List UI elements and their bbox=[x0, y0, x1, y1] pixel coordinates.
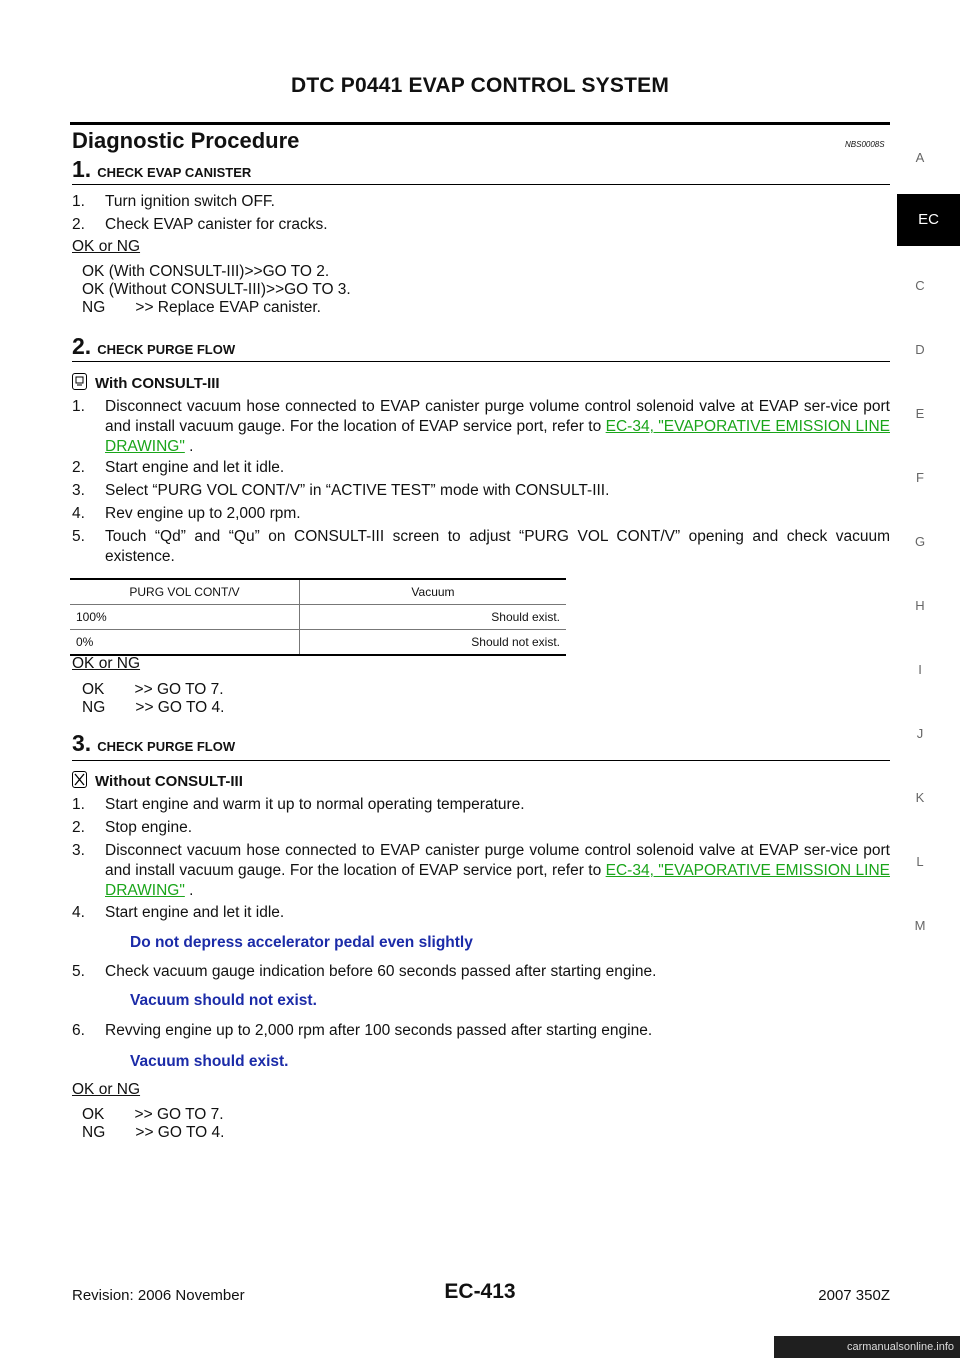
ref-link[interactable]: EC-34, "EVAPORATIVE EMISSION LINE DRAWIN… bbox=[105, 418, 890, 455]
spec-note: Vacuum should exist. bbox=[130, 1053, 289, 1070]
step-title: CHECK EVAP CANISTER bbox=[97, 165, 252, 180]
watermark: carmanualsonline.info bbox=[774, 1336, 960, 1358]
step-number: 3. bbox=[72, 730, 92, 756]
header-divider bbox=[70, 122, 890, 125]
step-2-heading: 2. CHECK PURGE FLOW bbox=[72, 333, 235, 360]
section-title: Diagnostic Procedure bbox=[72, 128, 300, 153]
list-item: 6.Revving engine up to 2,000 rpm after 1… bbox=[72, 1022, 653, 1039]
list-item: 3. Disconnect vacuum hose connected to E… bbox=[72, 842, 890, 899]
page-number: EC-413 bbox=[444, 1280, 516, 1303]
step-number: 2. bbox=[72, 333, 92, 359]
side-tab-e[interactable]: E bbox=[915, 406, 925, 421]
step-1-heading: 1. CHECK EVAP CANISTER bbox=[72, 156, 251, 183]
side-tab-m[interactable]: M bbox=[914, 918, 926, 933]
side-tab-j[interactable]: J bbox=[916, 726, 924, 741]
side-tab-h[interactable]: H bbox=[915, 598, 925, 613]
result-line: OK >> GO TO 7. bbox=[82, 681, 224, 698]
purge-vacuum-table: PURG VOL CONT/V Vacuum 100% Should exist… bbox=[70, 578, 566, 656]
result-line: NG >> Replace EVAP canister. bbox=[82, 299, 321, 316]
list-item: 5.Touch “Qd” and “Qu” on CONSULT-III scr… bbox=[72, 528, 890, 565]
list-item: 4.Start engine and let it idle. bbox=[72, 904, 285, 921]
table-row: 100% Should exist. bbox=[70, 604, 566, 630]
step-3-heading: 3. CHECK PURGE FLOW bbox=[72, 730, 235, 757]
side-tab-a[interactable]: A bbox=[915, 150, 925, 165]
table-header-row: PURG VOL CONT/V Vacuum bbox=[70, 578, 566, 605]
step-title: CHECK PURGE FLOW bbox=[97, 739, 236, 754]
list-item: 5.Check vacuum gauge indication before 6… bbox=[72, 963, 657, 980]
result-line: OK (With CONSULT-III)>>GO TO 2. bbox=[82, 263, 330, 280]
side-tab-c[interactable]: C bbox=[915, 278, 925, 293]
table-row: 0% Should not exist. bbox=[70, 629, 566, 656]
step-title: CHECK PURGE FLOW bbox=[97, 342, 236, 357]
revision-label: Revision: 2006 November bbox=[72, 1287, 245, 1304]
model-label: 2007 350Z bbox=[818, 1287, 890, 1304]
list-item: 1.Turn ignition switch OFF. bbox=[72, 193, 275, 210]
side-tab-ec-active[interactable]: EC bbox=[897, 194, 960, 246]
list-item: 2.Check EVAP canister for cracks. bbox=[72, 216, 328, 233]
result-line: NG >> GO TO 4. bbox=[82, 1124, 225, 1141]
list-item: 1. Disconnect vacuum hose connected to E… bbox=[72, 398, 890, 455]
spec-note: Vacuum should not exist. bbox=[130, 992, 317, 1009]
page-header-title: DTC P0441 EVAP CONTROL SYSTEM bbox=[290, 74, 670, 97]
caution-note: Do not depress accelerator pedal even sl… bbox=[130, 934, 473, 951]
result-line: OK >> GO TO 7. bbox=[82, 1106, 224, 1123]
step-divider bbox=[72, 184, 890, 185]
side-tab-f[interactable]: F bbox=[916, 470, 924, 485]
step-divider bbox=[72, 760, 890, 761]
result-line: NG >> GO TO 4. bbox=[82, 699, 225, 716]
list-item: 2.Stop engine. bbox=[72, 819, 193, 836]
list-item: 1.Start engine and warm it up to normal … bbox=[72, 796, 525, 813]
consult-icon bbox=[72, 373, 87, 390]
step-divider bbox=[72, 361, 890, 362]
list-item: 2.Start engine and let it idle. bbox=[72, 459, 285, 476]
result-line: OK (Without CONSULT-III)>>GO TO 3. bbox=[82, 281, 351, 298]
side-tab-i[interactable]: I bbox=[918, 662, 922, 677]
ok-ng-label: OK or NG bbox=[72, 238, 141, 255]
no-consult-icon bbox=[72, 771, 87, 788]
ref-link[interactable]: EC-34, "EVAPORATIVE EMISSION LINE DRAWIN… bbox=[105, 862, 890, 899]
mode-with-consult: With CONSULT-III bbox=[72, 373, 220, 392]
list-item: 4.Rev engine up to 2,000 rpm. bbox=[72, 505, 301, 522]
list-item: 3.Select “PURG VOL CONT/V” in “ACTIVE TE… bbox=[72, 482, 610, 499]
mode-without-consult: Without CONSULT-III bbox=[72, 771, 243, 790]
ok-ng-label: OK or NG bbox=[72, 655, 141, 672]
ok-ng-label: OK or NG bbox=[72, 1081, 141, 1098]
section-ref-code: NBS0008S bbox=[845, 140, 885, 149]
side-tab-g[interactable]: G bbox=[914, 534, 926, 549]
side-tab-d[interactable]: D bbox=[915, 342, 925, 357]
step-number: 1. bbox=[72, 156, 92, 182]
side-tab-k[interactable]: K bbox=[915, 790, 925, 805]
side-tab-l[interactable]: L bbox=[916, 854, 924, 869]
